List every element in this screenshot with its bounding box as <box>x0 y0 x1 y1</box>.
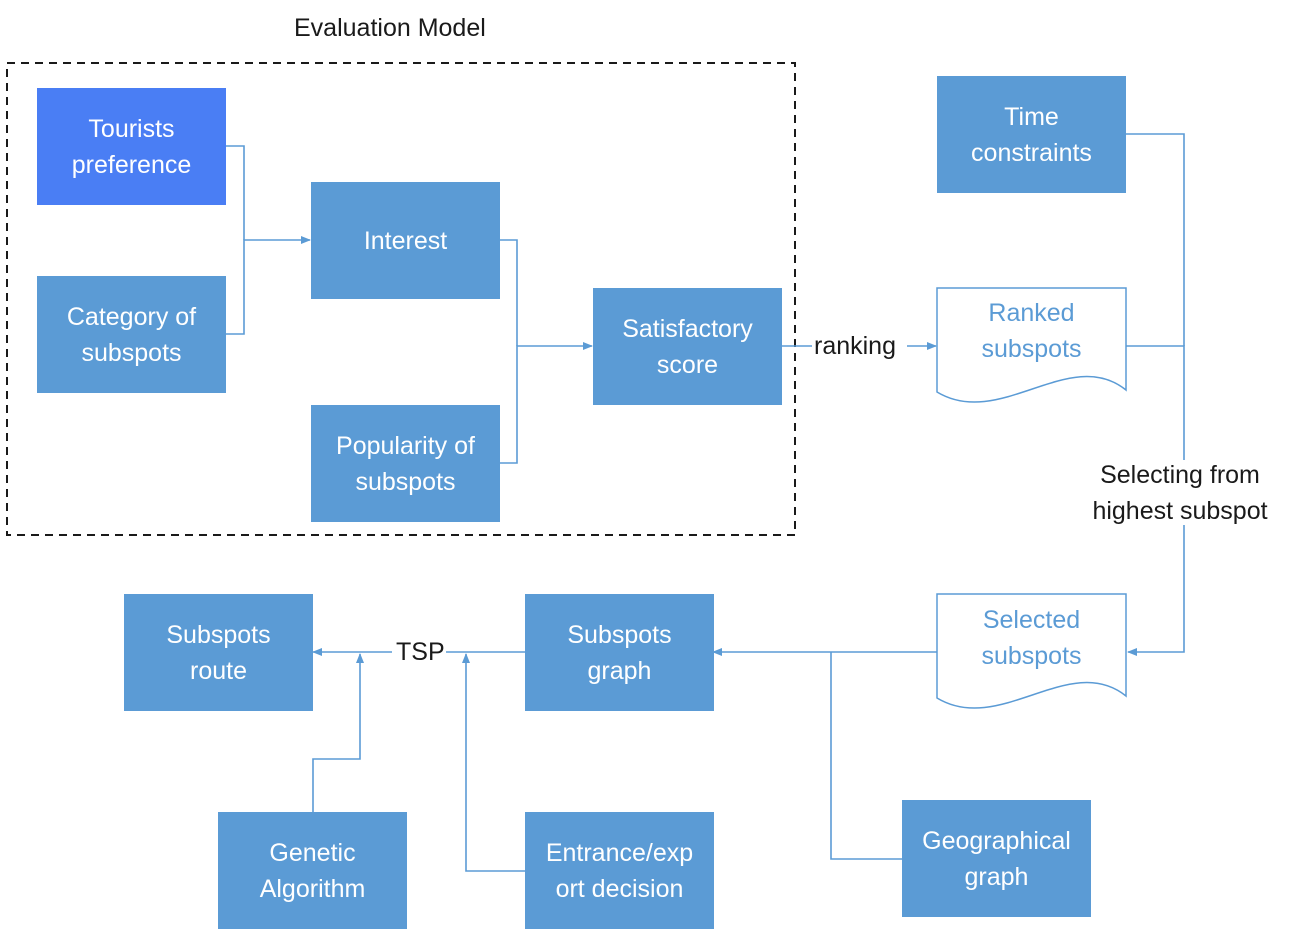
subspots-graph-node: Subspots graph <box>525 594 714 711</box>
genetic-algorithm-line-1: Genetic <box>269 838 356 867</box>
tourists-preference-line-1: Tourists <box>88 114 175 143</box>
subspots-route-line-1: Subspots <box>166 620 271 649</box>
entrance-export-decision-node: Entrance/exp ort decision <box>525 812 714 929</box>
edge-category-to-interest <box>226 236 311 335</box>
ranked-subspots-line-2: subspots <box>981 335 1082 363</box>
subspots-route-line-2: route <box>190 656 247 685</box>
selected-subspots-line-2: subspots <box>981 642 1082 670</box>
edge-geographical-to-subspots-graph <box>830 652 902 860</box>
evaluation-model-group <box>6 62 796 536</box>
edge-interest-to-satisfactory <box>500 239 518 346</box>
subspots-graph-line-2: graph <box>587 656 652 685</box>
popularity-of-subspots-line-2: subspots <box>355 467 456 496</box>
category-of-subspots-line-1: Category of <box>66 302 197 331</box>
edge-genetic-to-route <box>312 653 364 812</box>
subspots-route-node: Subspots route <box>124 594 313 711</box>
time-constraints-line-2: constraints <box>971 138 1092 167</box>
category-of-subspots-node: Category of subspots <box>37 276 226 393</box>
ranking-edge-label: ranking <box>814 332 896 360</box>
satisfactory-score-node: Satisfactory score <box>593 288 782 405</box>
edge-time-constraints-to-selected <box>1126 133 1185 346</box>
geographical-graph-node: Geographical graph <box>902 800 1091 917</box>
genetic-algorithm-line-2: Algorithm <box>259 874 366 903</box>
geographical-graph-line-2: graph <box>964 862 1029 891</box>
popularity-of-subspots-line-1: Popularity of <box>336 431 475 460</box>
selected-subspots-node: Selected subspots <box>937 602 1126 674</box>
time-constraints-line-1: Time <box>1004 102 1059 131</box>
tsp-edge-label: TSP <box>396 638 445 666</box>
selecting-edge-label: Selecting from highest subspot <box>1080 457 1280 529</box>
tourists-preference-line-2: preference <box>71 150 192 179</box>
ranked-subspots-shape <box>936 287 1127 403</box>
tourists-preference-node: Tourists preference <box>37 88 226 205</box>
evaluation-model-title: Evaluation Model <box>294 14 486 42</box>
entrance-export-decision-line-1: Entrance/exp <box>545 838 694 867</box>
time-constraints-node: Time constraints <box>937 76 1126 193</box>
selecting-edge-label-line-1: Selecting from <box>1100 461 1260 489</box>
selected-subspots-line-1: Selected <box>982 606 1081 634</box>
selecting-edge-label-line-2: highest subspot <box>1092 497 1268 525</box>
interest-node: Interest <box>311 182 500 299</box>
edge-entrance-to-route <box>462 653 525 872</box>
edge-popularity-to-satisfactory <box>500 342 593 464</box>
satisfactory-score-line-1: Satisfactory <box>622 314 753 343</box>
subspots-graph-line-1: Subspots <box>567 620 672 649</box>
genetic-algorithm-node: Genetic Algorithm <box>218 812 407 929</box>
satisfactory-score-line-2: score <box>656 350 719 379</box>
popularity-of-subspots-node: Popularity of subspots <box>311 405 500 522</box>
edge-ranked-to-selected <box>1126 345 1185 652</box>
geographical-graph-line-1: Geographical <box>922 826 1071 855</box>
entrance-export-decision-line-2: ort decision <box>555 874 684 903</box>
edge-tourists-preference-to-interest <box>226 145 245 240</box>
category-of-subspots-line-2: subspots <box>81 338 182 367</box>
ranked-subspots-node: Ranked subspots <box>937 295 1126 367</box>
selected-subspots-shape <box>936 593 1127 709</box>
interest-line-1: Interest <box>363 226 448 255</box>
ranked-subspots-line-1: Ranked <box>988 299 1075 327</box>
